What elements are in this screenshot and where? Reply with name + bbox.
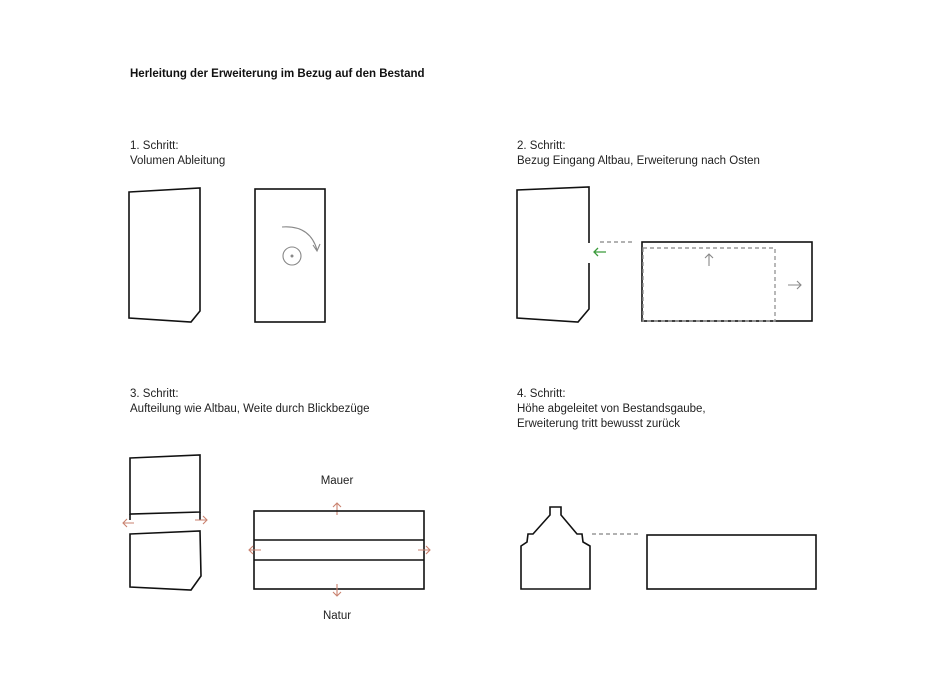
step-1-heading: 1. Schritt:	[130, 140, 179, 152]
entrance-arrow-icon	[593, 247, 606, 257]
step-3-heading: 3. Schritt:	[130, 388, 179, 400]
step-2-heading: 2. Schritt:	[517, 140, 566, 152]
arrow-up-icon	[332, 502, 342, 515]
step-4: 4. Schritt: Höhe abgeleitet von Bestands…	[517, 388, 817, 590]
rotation-center-dot	[290, 254, 294, 258]
rotate-arrow-icon	[281, 226, 321, 253]
existing-building-elevation	[520, 506, 591, 590]
extension-volume	[641, 241, 813, 322]
initial-volume-outline	[642, 247, 776, 322]
step-2: 2. Schritt: Bezug Eingang Altbau, Erweit…	[516, 140, 813, 323]
step-1-description: Volumen Ableitung	[130, 155, 225, 167]
extension-elevation	[646, 534, 817, 590]
step-1: 1. Schritt: Volumen Ableitung	[128, 140, 326, 323]
extension-volume	[254, 188, 326, 323]
step-4-heading: 4. Schritt:	[517, 388, 566, 400]
view-arrow-left-icon	[248, 545, 261, 555]
arrow-down-icon	[332, 584, 342, 597]
rotation-center-icon	[282, 246, 302, 266]
step-4-description-line-1: Höhe abgeleitet von Bestandsgaube,	[517, 403, 706, 415]
step-3: 3. Schritt: Aufteilung wie Altbau, Weite…	[122, 388, 431, 622]
arrow-right-icon	[788, 280, 802, 290]
page-title: Herleitung der Erweiterung im Bezug auf …	[130, 68, 425, 80]
existing-building-plan	[128, 187, 201, 323]
extension-volume	[253, 510, 425, 590]
step-3-description: Aufteilung wie Altbau, Weite durch Blick…	[130, 403, 370, 415]
arrow-up-icon	[704, 253, 714, 266]
view-arrow-right-icon	[418, 545, 431, 555]
existing-building-plan	[516, 186, 590, 323]
view-arrow-right-icon	[195, 515, 208, 525]
label-natur: Natur	[323, 610, 351, 622]
existing-building-north-part	[129, 454, 201, 515]
existing-building-south-part	[129, 530, 202, 591]
view-arrow-left-icon	[122, 518, 134, 528]
step-4-description-line-2: Erweiterung tritt bewusst zurück	[517, 418, 680, 430]
step-2-description: Bezug Eingang Altbau, Erweiterung nach O…	[517, 155, 760, 167]
label-mauer: Mauer	[321, 475, 354, 487]
